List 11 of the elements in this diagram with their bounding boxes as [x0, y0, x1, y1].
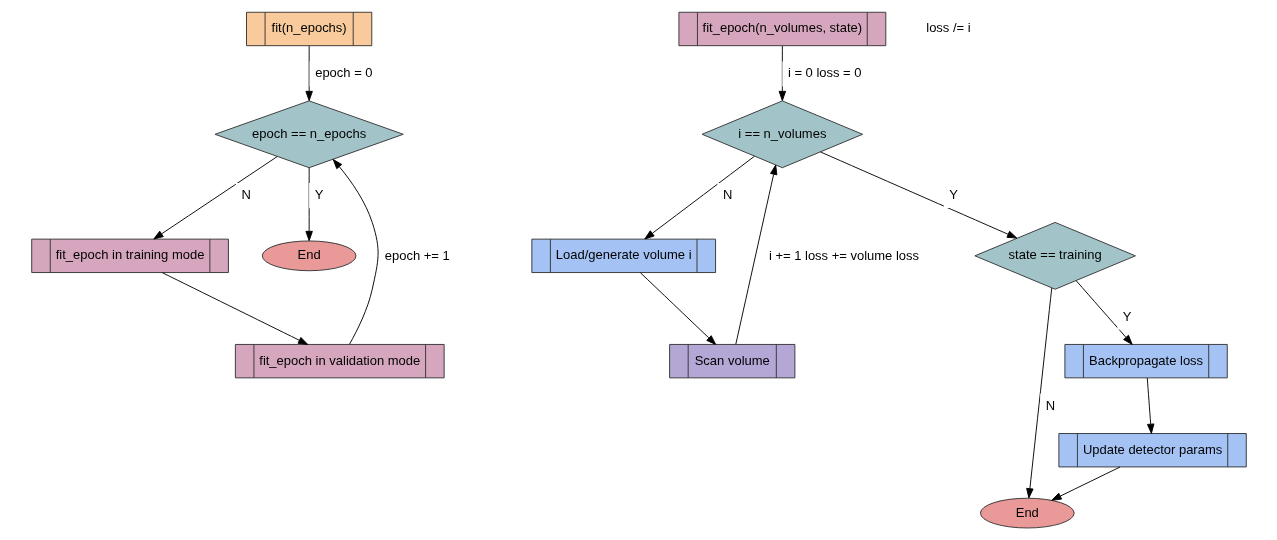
edge-label: epoch = 0: [314, 65, 373, 81]
edge-label: Y: [948, 186, 958, 202]
edge-label: Y: [1122, 308, 1132, 324]
label: loss /= i: [925, 20, 971, 36]
edge-label: N: [240, 186, 251, 202]
edge-label: epoch += 1: [384, 247, 450, 263]
edge-label: Y: [314, 186, 323, 202]
edge-label: N: [722, 186, 732, 202]
edge-label: i += 1 loss += volume loss: [768, 247, 919, 263]
edge-label: N: [1045, 397, 1055, 413]
edge-label: i = 0 loss = 0: [787, 65, 862, 81]
